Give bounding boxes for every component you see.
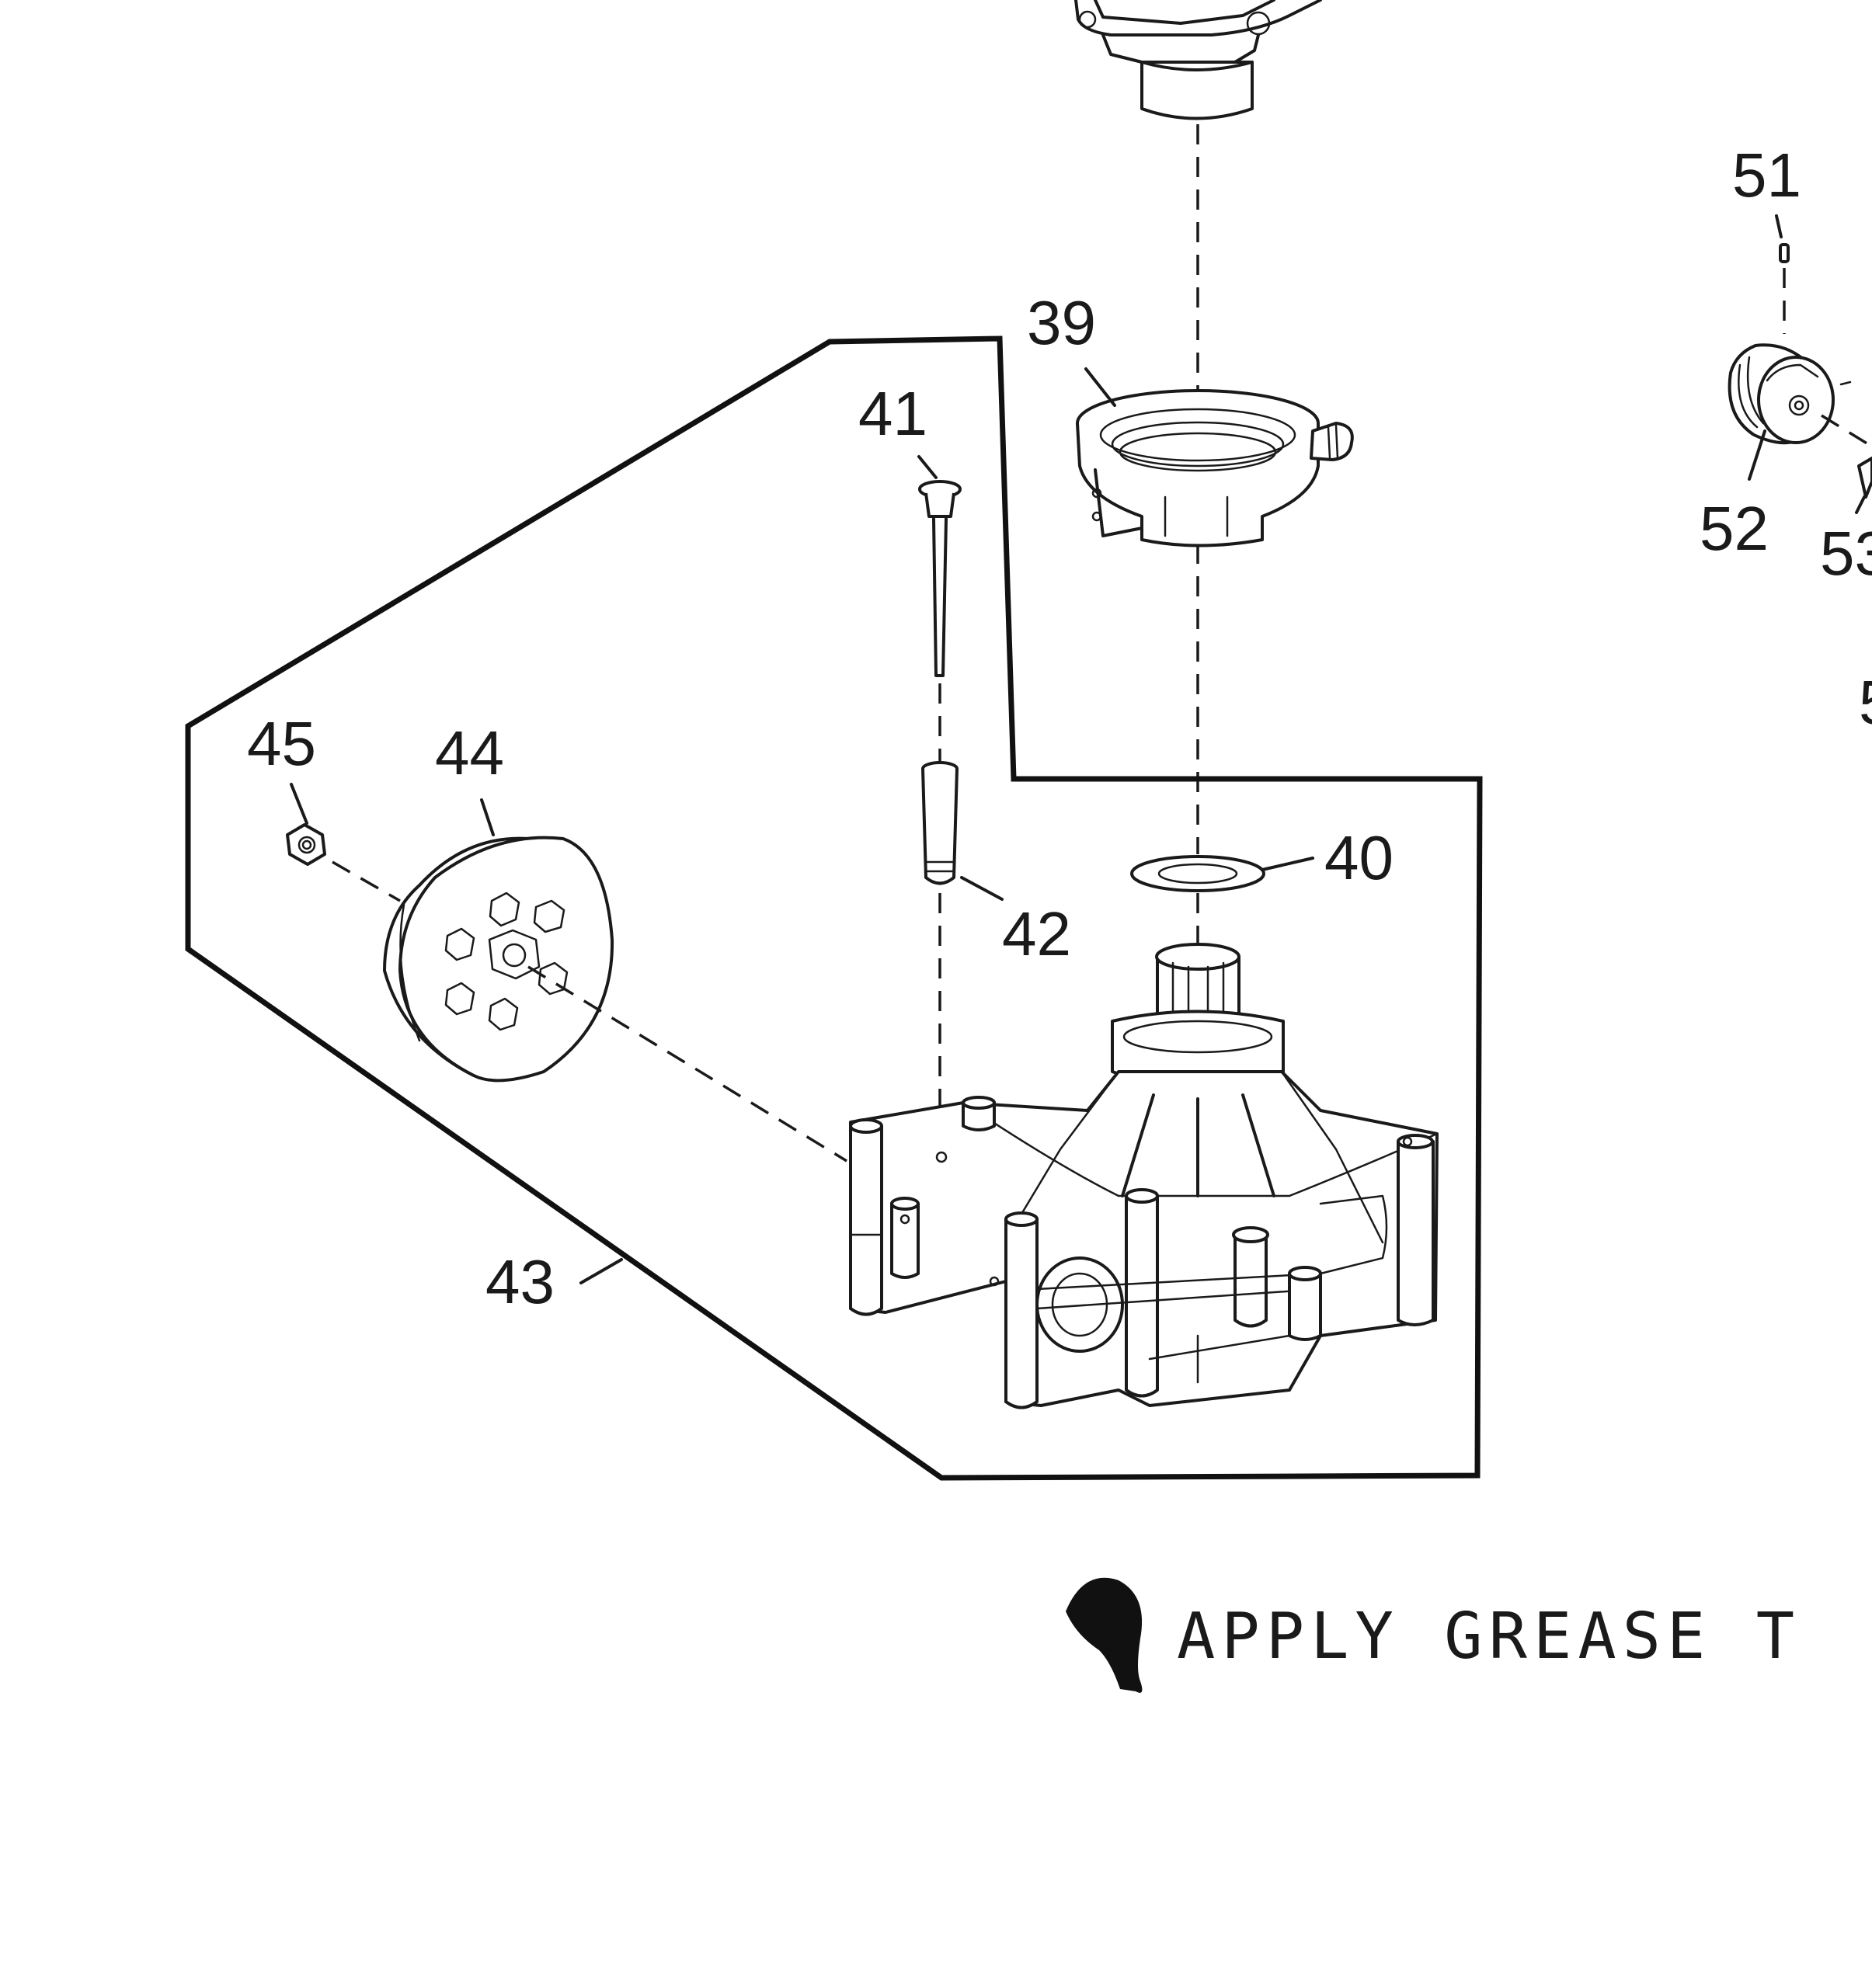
leader-51 [1775, 214, 1783, 238]
part-39-ring-housing [1076, 389, 1354, 547]
leader-52 [1748, 429, 1766, 481]
kit-group-outline [185, 335, 1483, 1481]
leader-45 [290, 783, 308, 825]
upper-housing-partial [1074, 0, 1322, 120]
callout-5x: 5 [1859, 668, 1872, 737]
leader-40 [1261, 857, 1314, 871]
part-44-pulley [383, 836, 614, 1083]
leader-43 [579, 1258, 623, 1284]
grease-drop-icon [1066, 1577, 1143, 1693]
callout-53: 53 [1820, 519, 1872, 588]
callout-42: 42 [1002, 899, 1071, 968]
leader-42 [960, 876, 1004, 901]
callout-51: 51 [1732, 141, 1801, 210]
leader-44 [480, 798, 495, 836]
callout-43: 43 [485, 1247, 555, 1316]
gearbox-assembly [849, 943, 1439, 1409]
part-53-partial [1857, 457, 1872, 499]
part-40-washer [1130, 855, 1265, 892]
part-51-pin [1779, 243, 1790, 263]
callout-52: 52 [1700, 494, 1769, 563]
part-42-sleeve [921, 761, 959, 885]
part-45-hex-nut [286, 823, 326, 866]
part-52-cap [1728, 343, 1852, 445]
callout-39: 39 [1027, 288, 1096, 357]
grease-note: APPLY GREASE T [1066, 1577, 1801, 1693]
callout-44: 44 [435, 718, 504, 787]
callout-41: 41 [858, 379, 927, 448]
grease-note-text: APPLY GREASE T [1177, 1600, 1801, 1673]
leader-41 [917, 455, 938, 479]
leader-39 [1084, 367, 1116, 407]
callout-45: 45 [247, 709, 316, 778]
part-41-pin [918, 480, 962, 677]
callout-40: 40 [1324, 823, 1394, 892]
